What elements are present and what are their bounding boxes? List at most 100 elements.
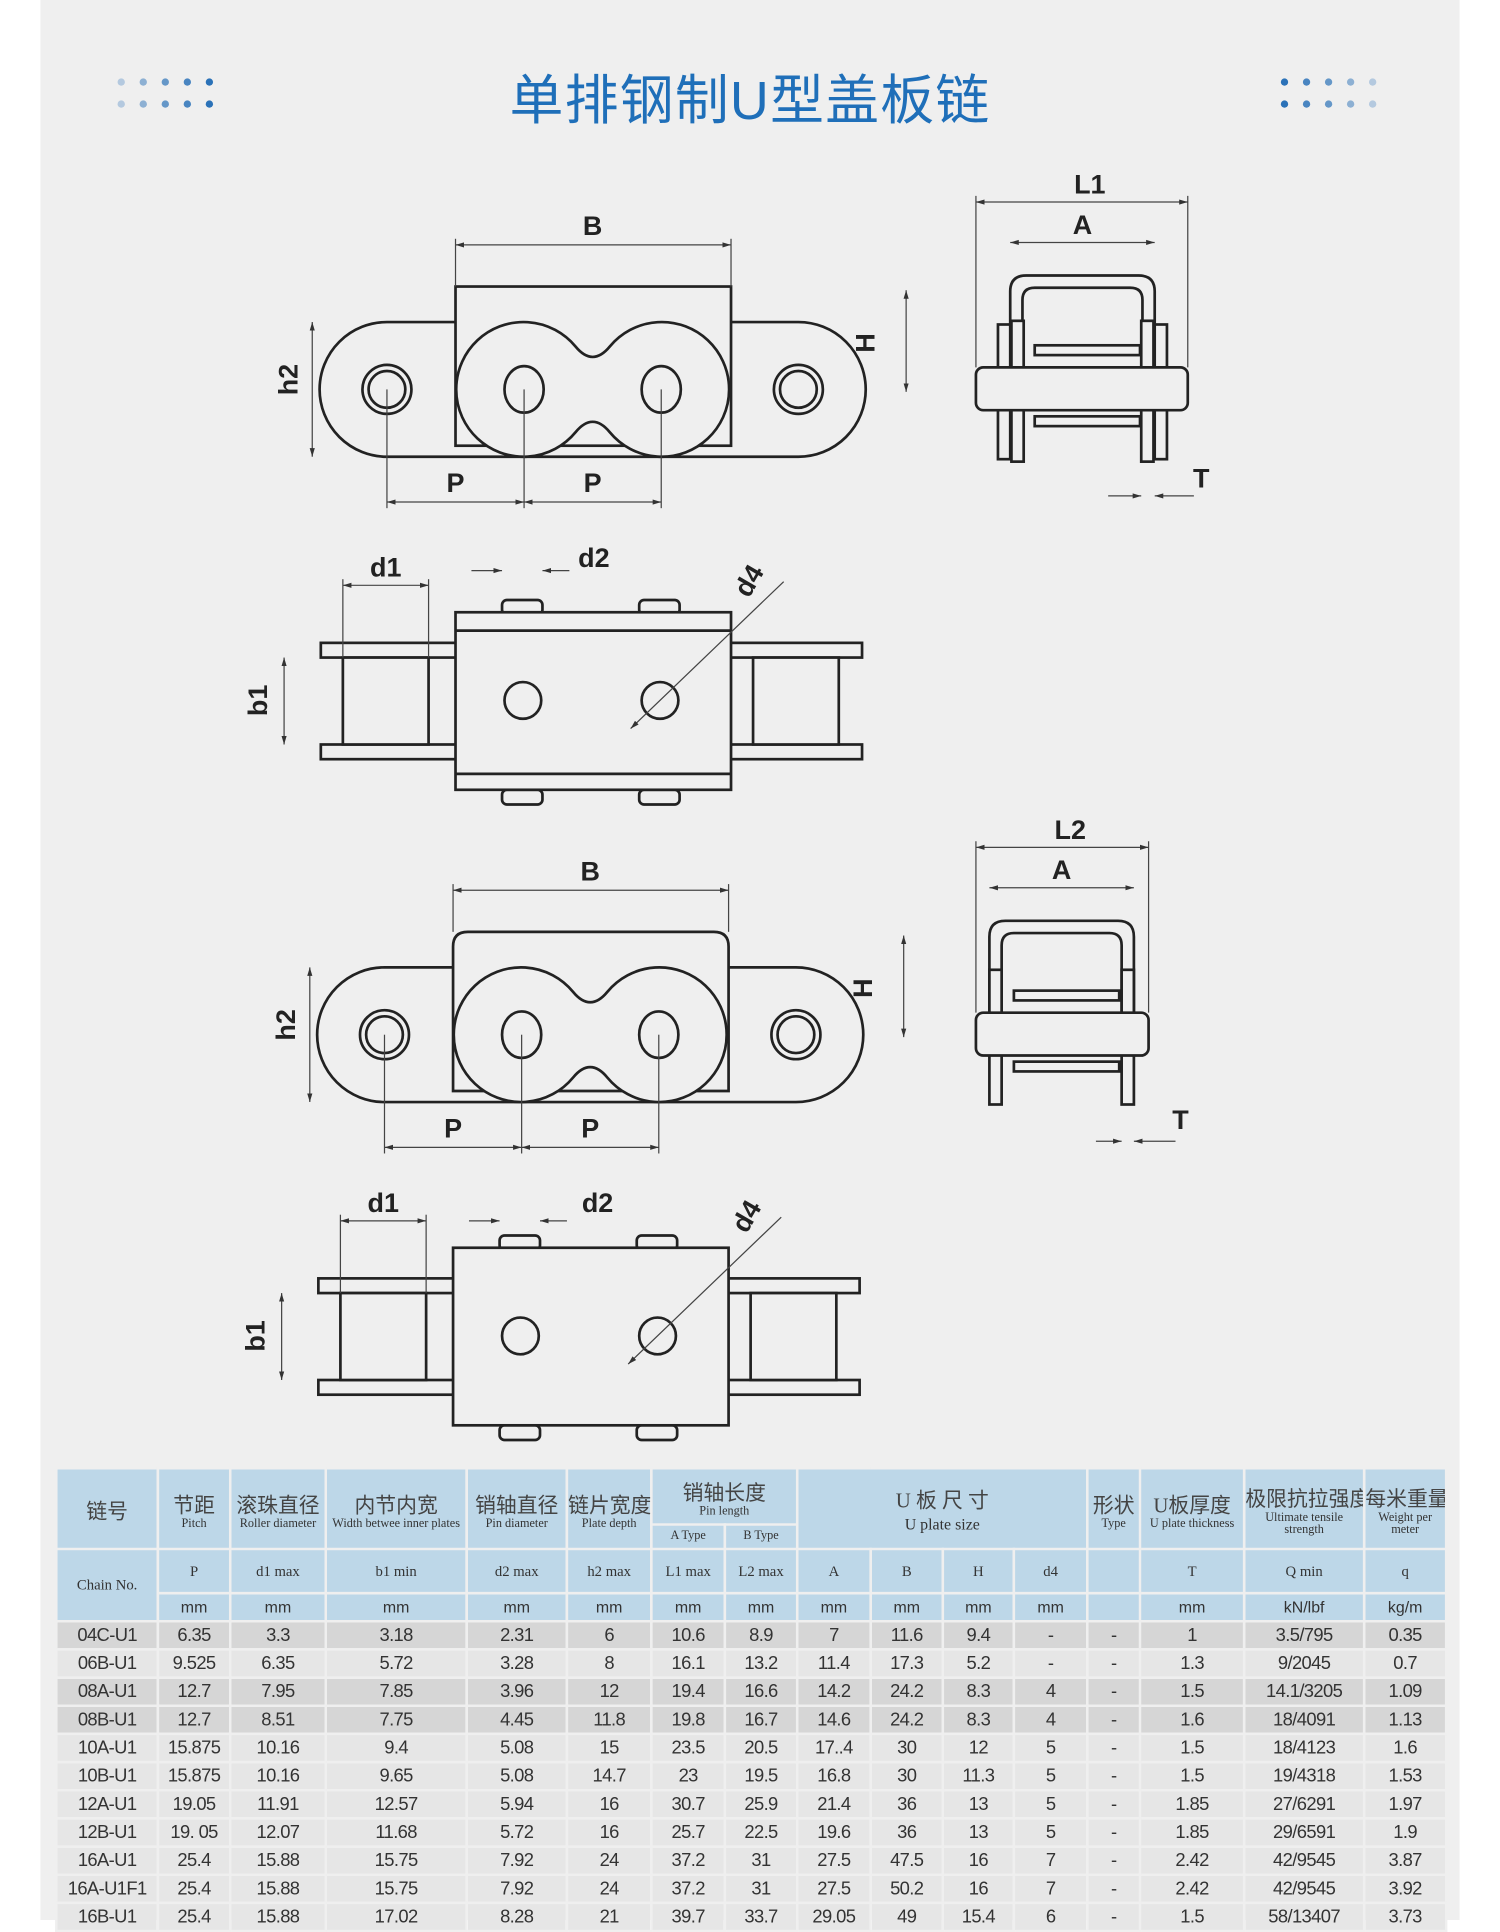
table-cell: 8.3 (941, 1676, 1016, 1707)
dim-label-B: B (583, 211, 602, 241)
unit: mm (723, 1591, 799, 1623)
table-cell: 9.4 (941, 1620, 1016, 1651)
table-cell: 3.87 (1362, 1845, 1448, 1876)
table-cell: - (1086, 1676, 1142, 1707)
table-cell: 12.07 (228, 1817, 327, 1848)
page-title: 单排钢制U型盖板链 (509, 71, 991, 132)
table-cell: 1.5 (1138, 1676, 1246, 1707)
symbol: B (869, 1547, 945, 1595)
table-cell: 5.72 (465, 1817, 569, 1848)
table-cell: 1.5 (1138, 1760, 1246, 1792)
table-cell: 19.05 (156, 1788, 232, 1820)
chain-number-cell: 16A-U1F1 (55, 1873, 160, 1905)
table-cell: 15.75 (324, 1845, 468, 1876)
table-cell: 13 (941, 1817, 1016, 1848)
table-cell: 1.6 (1362, 1732, 1448, 1764)
table-cell: 24 (565, 1845, 653, 1876)
table-cell: 30 (869, 1732, 945, 1764)
table-cell: 5.08 (465, 1732, 569, 1764)
header-b-type: B Type (723, 1523, 799, 1551)
unit (1086, 1591, 1142, 1623)
decorative-dots-left (117, 78, 216, 115)
table-cell: 3.96 (465, 1676, 569, 1707)
decorative-dots-right (1280, 78, 1379, 115)
unit: mm (1012, 1591, 1089, 1623)
table-cell: 50.2 (869, 1873, 945, 1905)
table-cell: 9.525 (156, 1648, 232, 1679)
unit: kN/lbf (1242, 1591, 1366, 1623)
table-cell: 5.72 (324, 1648, 468, 1679)
dim-label-b1: b1 (243, 685, 273, 716)
table-cell: 5.2 (941, 1648, 1016, 1679)
table-cell: 12.7 (156, 1676, 232, 1707)
table-cell: 25.4 (156, 1901, 232, 1932)
table-cell: 15.875 (156, 1760, 232, 1792)
front-view-2: L2 A T (974, 815, 1189, 1144)
chain-number-cell: 10B-U1 (55, 1760, 160, 1792)
table-cell: 8.51 (228, 1704, 327, 1736)
table-cell: 17.02 (324, 1901, 468, 1932)
table-cell: 7 (1012, 1873, 1089, 1905)
chain-number-cell: 16A-U1 (55, 1845, 160, 1876)
unit: mm (465, 1591, 569, 1623)
table-cell: - (1086, 1732, 1142, 1764)
table-cell: 42/9545 (1242, 1845, 1366, 1876)
dim-label-P: P (584, 468, 602, 498)
dim-label-T: T (1193, 463, 1210, 493)
table-cell: 1.9 (1362, 1817, 1448, 1848)
table-cell: 2.42 (1138, 1873, 1246, 1905)
table-cell: 8.3 (941, 1704, 1016, 1736)
table-cell: 24 (565, 1873, 653, 1905)
table-cell: 7 (795, 1620, 872, 1651)
table-cell: 9.4 (324, 1732, 468, 1764)
table-cell: - (1012, 1648, 1089, 1679)
table-cell: 11.8 (565, 1704, 653, 1736)
symbol: P (156, 1547, 232, 1595)
table-cell: - (1086, 1620, 1142, 1651)
table-cell: 31 (723, 1873, 799, 1905)
table-cell: 58/13407 (1242, 1901, 1366, 1932)
dim-label-B: B (580, 856, 599, 886)
chain-number-cell: 12A-U1 (55, 1788, 160, 1820)
table-cell: - (1086, 1704, 1142, 1736)
table-cell: - (1012, 1620, 1089, 1651)
dim-label-L2: L2 (1055, 815, 1086, 845)
table-cell: 3.18 (324, 1620, 468, 1651)
table-cell: 0.7 (1362, 1648, 1448, 1679)
table-cell: 12 (941, 1732, 1016, 1764)
table-cell: 9.65 (324, 1760, 468, 1792)
front-view-1: L1 A T (974, 169, 1210, 499)
table-cell: 3.3 (228, 1620, 327, 1651)
unit: mm (795, 1591, 872, 1623)
table-cell: 19/4318 (1242, 1760, 1366, 1792)
table-cell: 5 (1012, 1732, 1089, 1764)
table-cell: 12.7 (156, 1704, 232, 1736)
chain-number-cell: 16B-U1 (55, 1901, 160, 1932)
table-cell: 3.92 (1362, 1873, 1448, 1905)
table-cell: 27.5 (795, 1845, 872, 1876)
table-cell: 19.6 (795, 1817, 872, 1848)
table-cell: - (1086, 1845, 1142, 1876)
table-cell: 17..4 (795, 1732, 872, 1764)
unit: mm (228, 1591, 327, 1623)
symbol: d1 max (228, 1547, 327, 1595)
table-cell: 21.4 (795, 1788, 872, 1820)
table-cell: 29/6591 (1242, 1817, 1366, 1848)
table-cell: 24.2 (869, 1676, 945, 1707)
table-cell: - (1086, 1817, 1142, 1848)
table-cell: 10.6 (650, 1620, 727, 1651)
table-cell: 15 (565, 1732, 653, 1764)
table-cell: 19.8 (650, 1704, 727, 1736)
table-cell: 7.95 (228, 1676, 327, 1707)
table-cell: 1 (1138, 1620, 1246, 1651)
symbol: q (1362, 1547, 1448, 1595)
